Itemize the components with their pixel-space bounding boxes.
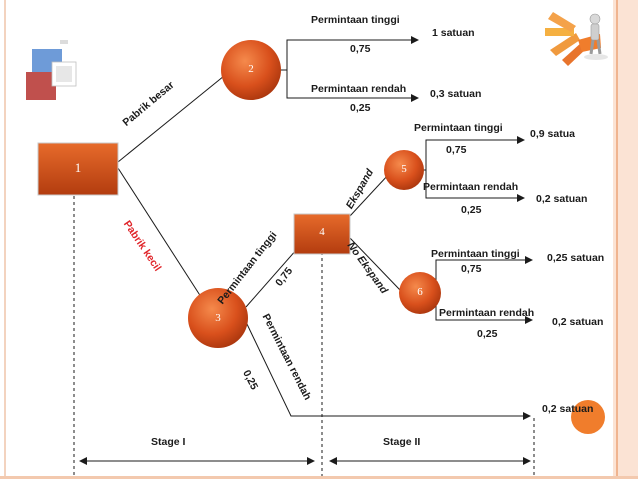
n5-low-value: 0,2 satuan (536, 193, 588, 205)
n5-high-prob: 0,75 (446, 144, 467, 156)
chance-node-2 (221, 40, 281, 100)
edge-n6-high (435, 256, 533, 293)
edge-pabrik-besar (117, 75, 225, 163)
n2-high-label: Permintaan tinggi (311, 14, 400, 26)
chance-node-3 (188, 288, 248, 348)
edge-n3-low (245, 321, 531, 420)
decision-node-1 (37, 142, 119, 196)
n5-low-prob: 0,25 (461, 204, 482, 216)
n5-low-label: Permintaan rendah (423, 181, 519, 193)
edge-n3-high (245, 248, 298, 308)
n6-low-label: Permintaan rendah (439, 307, 535, 319)
n3-low-value: 0,2 satuan (542, 403, 594, 415)
node-6-label: 6 (417, 286, 423, 298)
frame-right-line (616, 0, 618, 479)
n5-high-label: Permintaan tinggi (414, 122, 503, 134)
edge-n5-low (425, 170, 525, 202)
n2-low-prob: 0,25 (350, 102, 371, 114)
node-2-label: 2 (248, 63, 254, 75)
n6-high-value: 0,25 satuan (547, 252, 605, 264)
stage-1-label: Stage I (151, 436, 186, 448)
n2-low-label: Permintaan rendah (311, 83, 407, 95)
node-1-label: 1 (74, 160, 82, 175)
edge-ekspand (349, 173, 390, 217)
node-3-label: 3 (215, 312, 221, 324)
n5-high-value: 0,9 satua (530, 128, 575, 140)
node-4-label: 4 (319, 226, 325, 238)
edge-pabrik-kecil (117, 167, 204, 301)
edge-n5-high (425, 136, 525, 170)
stage-2-label: Stage II (383, 436, 421, 448)
n6-high-label: Permintaan tinggi (431, 248, 520, 260)
edge-n2-high (286, 36, 419, 70)
edge-n2-low (286, 70, 419, 102)
frame-bottom-band (0, 476, 638, 479)
n2-low-value: 0,3 satuan (430, 88, 482, 100)
tree-edges (73, 36, 535, 476)
chance-node-6 (399, 272, 441, 314)
node-5-label: 5 (401, 163, 407, 175)
n6-low-prob: 0,25 (477, 328, 498, 340)
accent-circle (571, 400, 605, 434)
decision-node-4 (293, 213, 351, 255)
edge-no-ekspand (349, 237, 401, 291)
color-squares-decoration-icon (26, 40, 77, 100)
person-with-arrows-clipart-icon (545, 12, 608, 66)
frame-left-line (4, 0, 6, 479)
n6-high-prob: 0,75 (461, 263, 482, 275)
n2-high-value: 1 satuan (432, 27, 475, 39)
n2-high-prob: 0,75 (350, 43, 371, 55)
chance-node-5 (384, 150, 424, 190)
n6-low-value: 0,2 satuan (552, 316, 604, 328)
